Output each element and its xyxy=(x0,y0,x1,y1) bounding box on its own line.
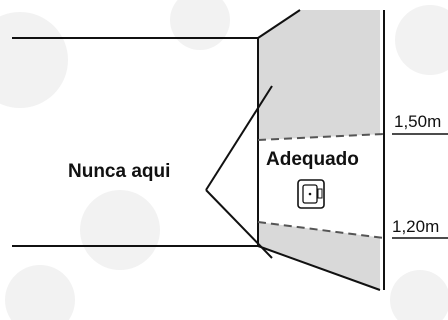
never-pointer-down xyxy=(205,189,273,259)
adequate-label: Adequado xyxy=(266,149,359,170)
wall-top-edge xyxy=(257,9,301,39)
lower-height-dashed-line xyxy=(257,221,385,239)
never-here-label: Nunca aqui xyxy=(68,161,170,182)
wall-bottom-edge xyxy=(257,245,381,291)
upper-height-dashed-line xyxy=(257,133,385,141)
wall-thermostat-icon xyxy=(297,179,325,209)
never-pointer-up xyxy=(205,85,273,191)
lower-height-label: 1,20m xyxy=(392,217,439,236)
upper-height-label: 1,50m xyxy=(394,112,441,131)
